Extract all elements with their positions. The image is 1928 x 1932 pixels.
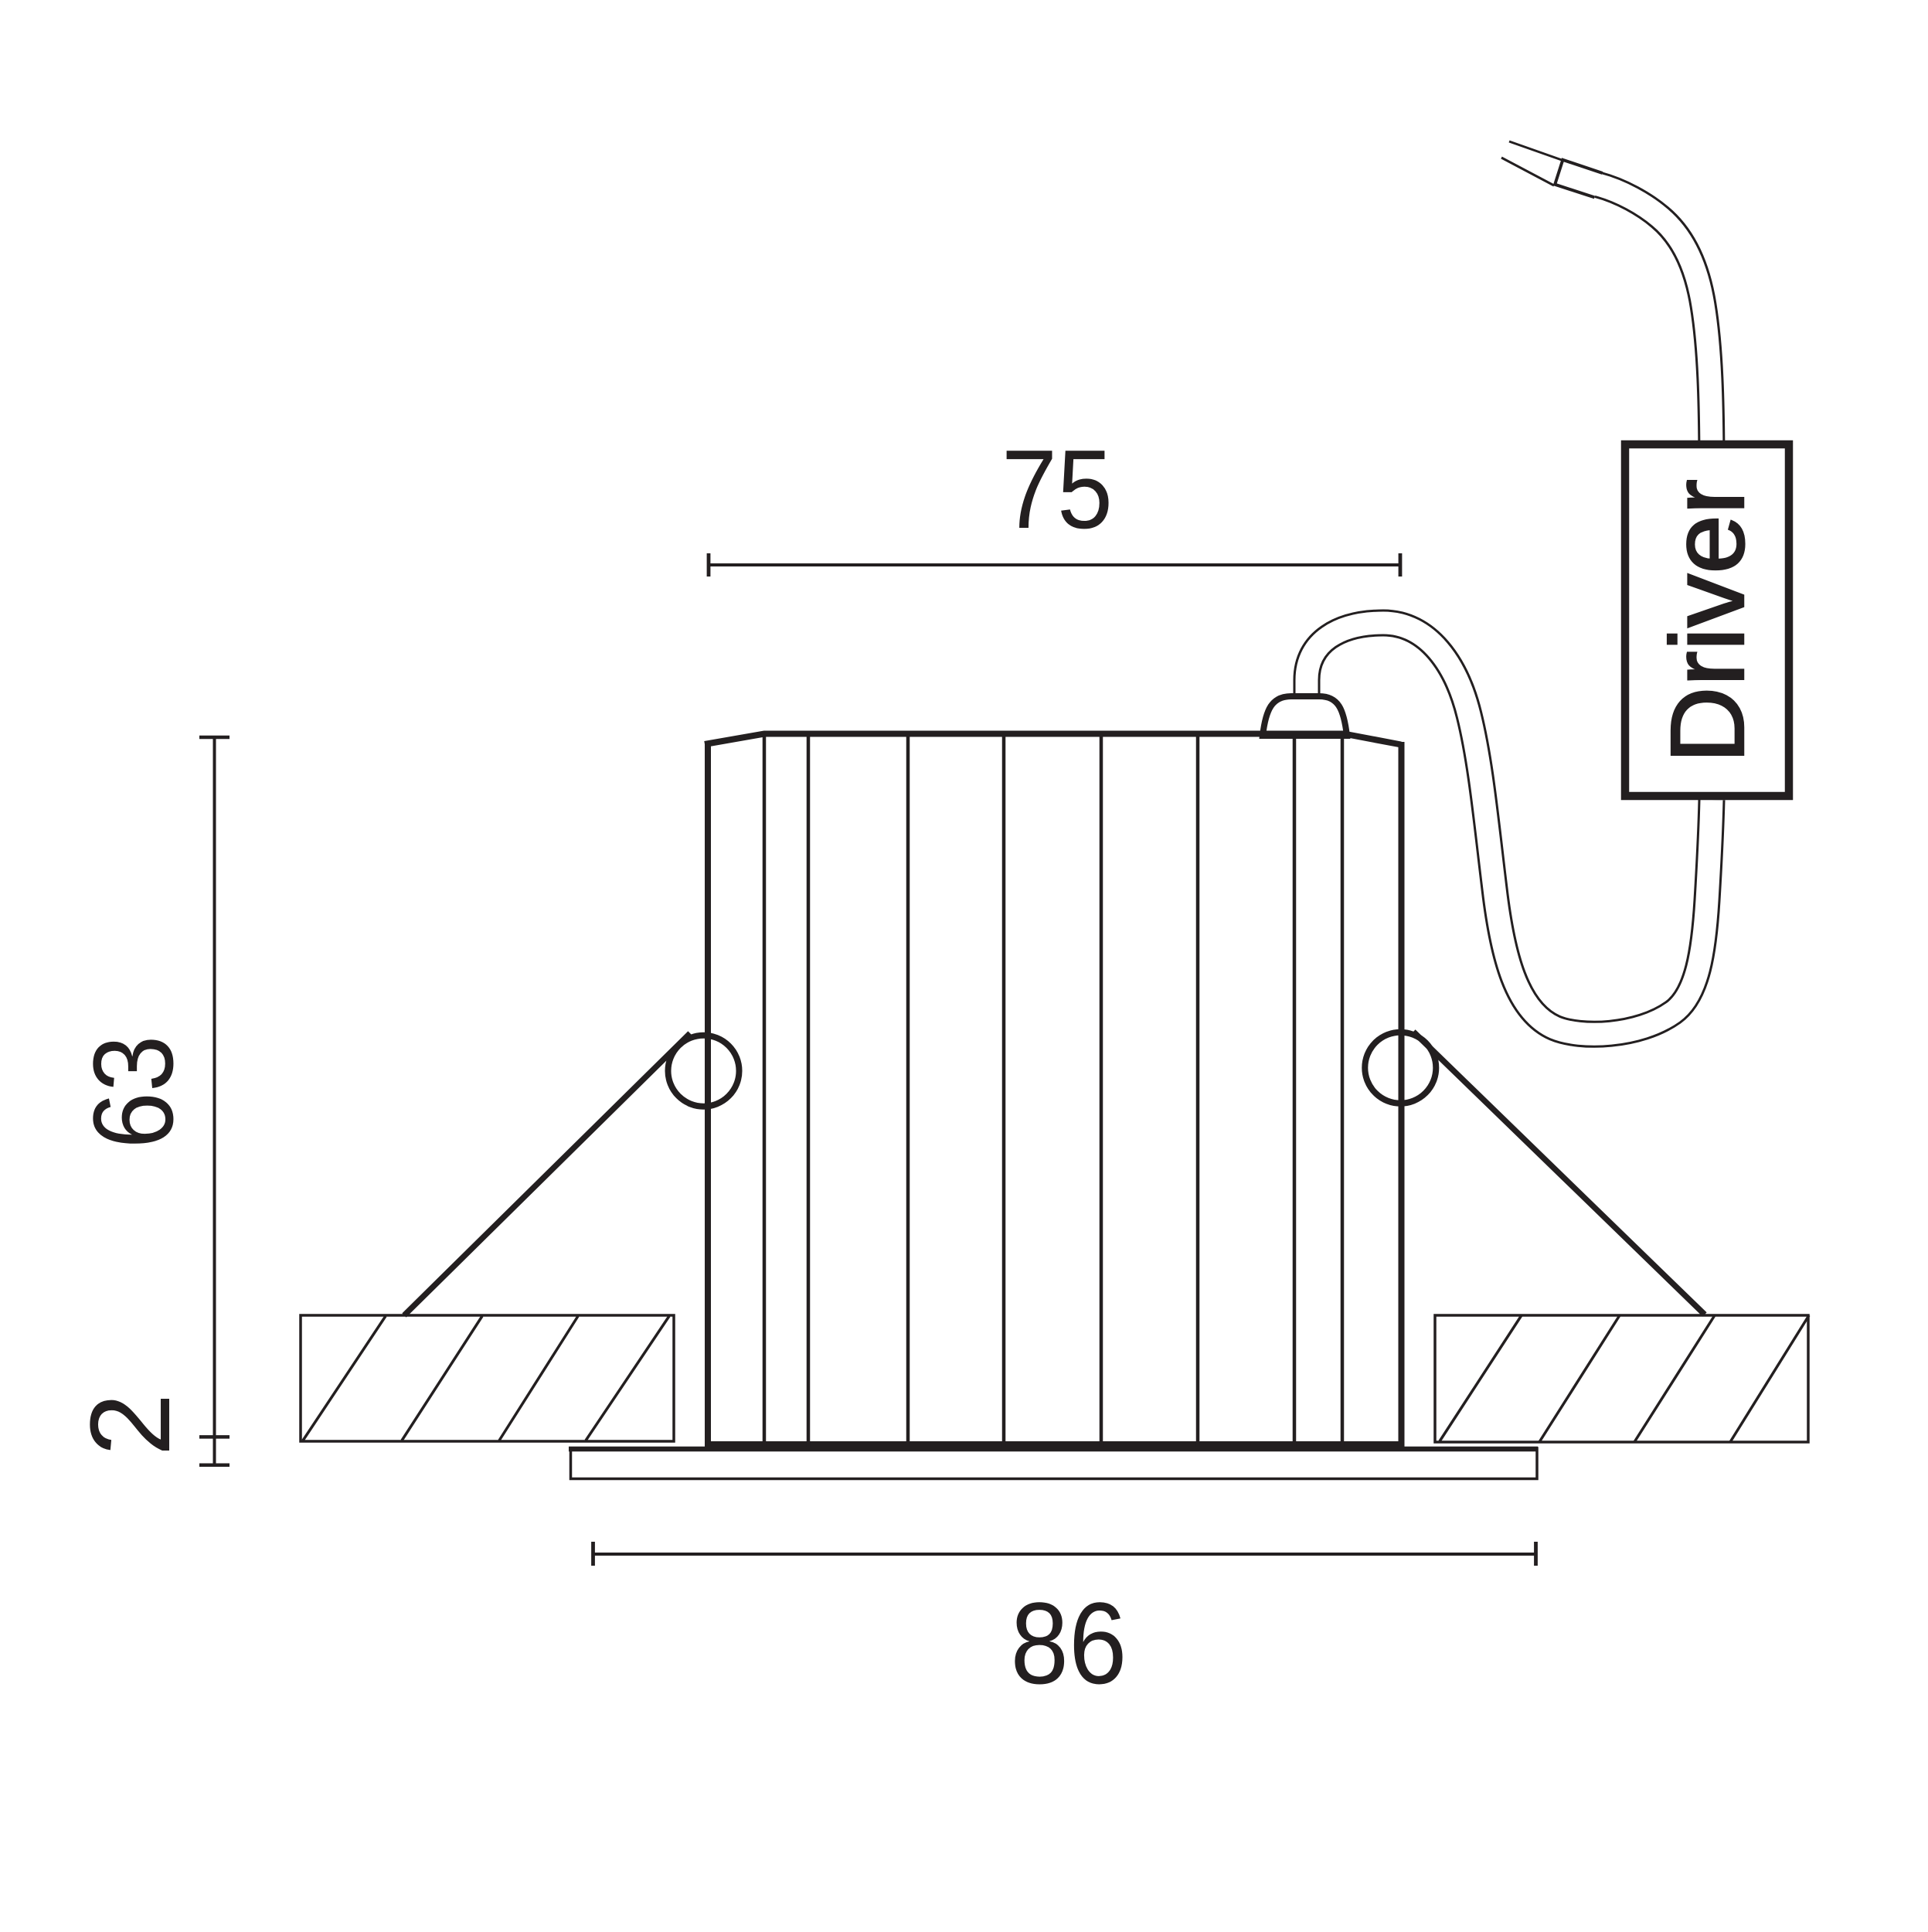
svg-text:2: 2: [67, 1393, 194, 1457]
svg-text:75: 75: [1001, 427, 1113, 552]
svg-text:Driver: Driver: [1649, 479, 1766, 764]
svg-text:63: 63: [70, 1036, 197, 1149]
svg-text:86: 86: [1011, 1578, 1127, 1708]
